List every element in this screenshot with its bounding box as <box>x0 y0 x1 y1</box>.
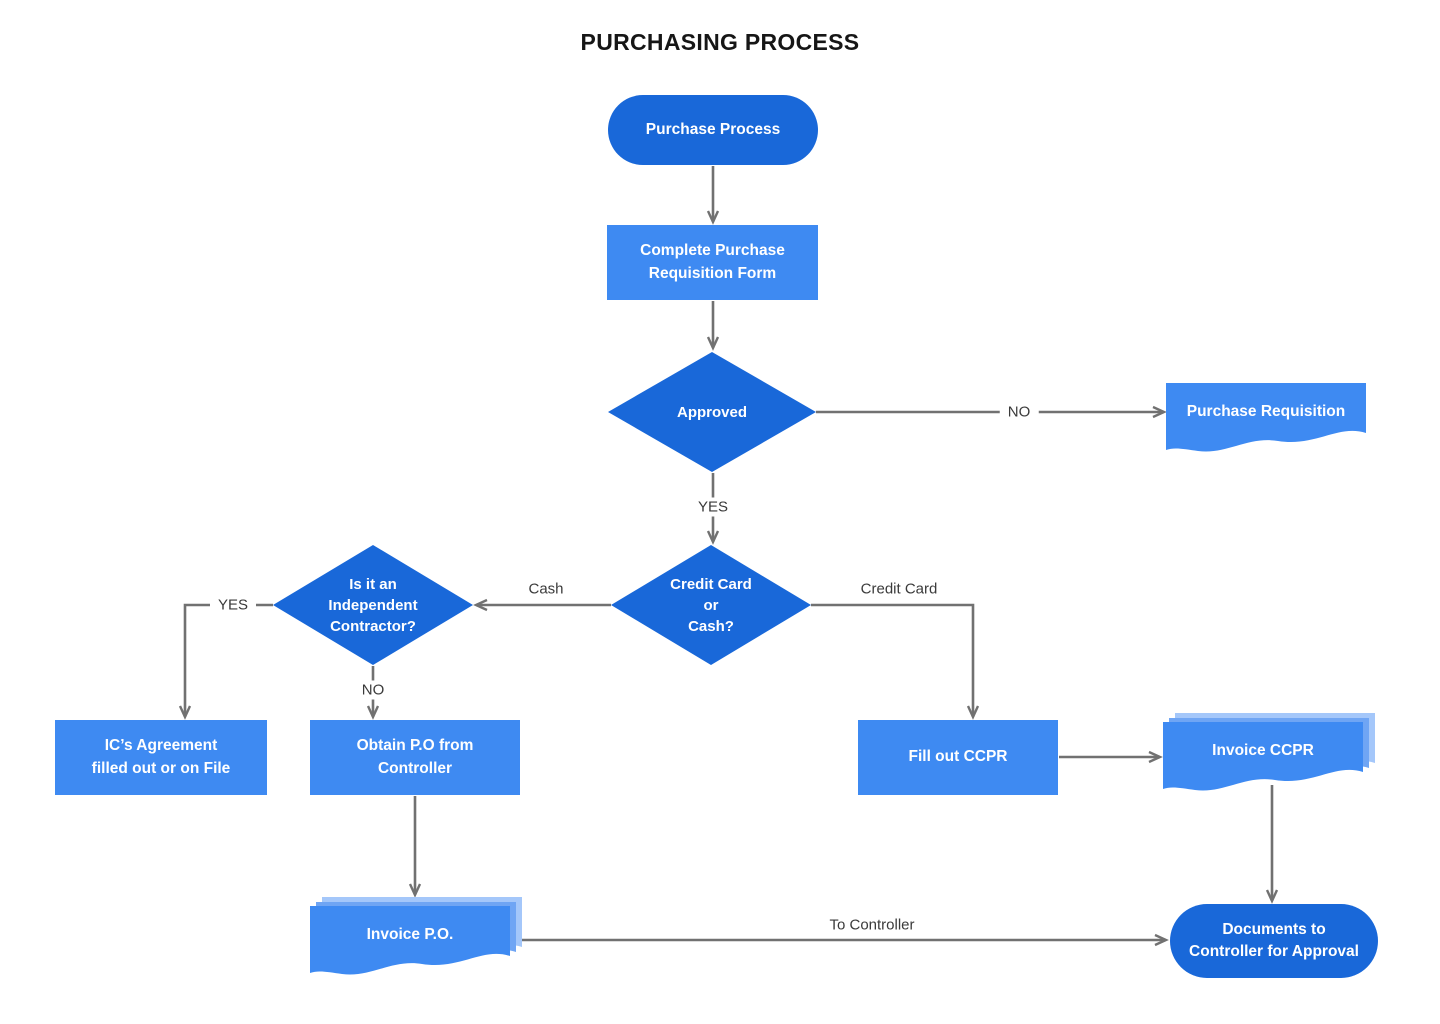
node-label: IC’s Agreement <box>104 737 218 755</box>
document-stack-front-sheet: Invoice P.O. <box>310 906 510 976</box>
edge-credit-card-to-fill-ccpr <box>811 603 980 720</box>
edge-label-cash: Cash <box>528 580 564 598</box>
node-label: Independent <box>328 596 418 614</box>
edge-label-yes: YES <box>209 595 257 615</box>
edge-label-credit-card: Credit Card <box>860 580 938 598</box>
node-fill-out-ccpr: Fill out CCPR <box>858 720 1058 795</box>
node-label: Contractor? <box>330 617 416 635</box>
node-label: Complete Purchase <box>640 242 785 260</box>
node-label: Is it an <box>349 575 397 593</box>
node-label: Credit Card <box>670 575 752 593</box>
node-invoice-ccpr-documents: Invoice CCPR <box>1163 722 1363 792</box>
node-purchase-process: Purchase Process <box>608 95 818 165</box>
node-label: Requisition Form <box>648 264 777 282</box>
node-obtain-po-from-controller: Obtain P.O from Controller <box>310 720 520 795</box>
edge-label-to-controller: To Controller <box>829 916 915 934</box>
edge-label-no: NO <box>999 402 1039 422</box>
node-label: Cash? <box>688 617 734 635</box>
document-stack-front-sheet: Invoice CCPR <box>1163 722 1363 792</box>
node-label: Controller for Approval <box>1189 943 1359 960</box>
edge-contractor-yes-to-ic-agreement <box>178 603 273 720</box>
node-label: Invoice P.O. <box>366 926 454 943</box>
node-label: Purchase Requisition <box>1186 402 1346 420</box>
node-documents-to-controller-for-approval: Documents to Controller for Approval <box>1170 904 1378 978</box>
node-label: Fill out CCPR <box>908 748 1008 766</box>
node-label: Purchase Process <box>645 120 781 138</box>
node-label: filled out or on File <box>91 759 231 777</box>
edge-label-no: NO <box>353 680 393 700</box>
edge-label-yes: YES <box>689 497 737 517</box>
node-label: Obtain P.O from <box>356 737 474 755</box>
node-label: Controller <box>377 759 453 777</box>
node-label: Invoice CCPR <box>1212 742 1314 759</box>
node-label: or <box>703 596 719 614</box>
diagram-title: PURCHASING PROCESS <box>580 29 860 55</box>
node-ic-agreement: IC’s Agreement filled out or on File <box>55 720 267 795</box>
node-complete-purchase-requisition-form: Complete Purchase Requisition Form <box>607 225 818 300</box>
node-invoice-po-documents: Invoice P.O. <box>310 906 510 976</box>
node-label: Documents to <box>1222 920 1326 938</box>
node-label: Approved <box>676 403 747 421</box>
